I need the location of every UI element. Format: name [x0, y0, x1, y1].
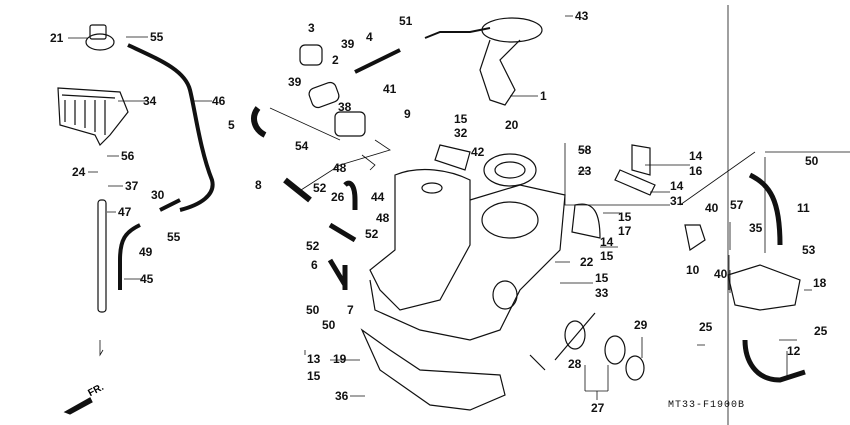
part-label: 58	[578, 143, 592, 157]
part-label: 30	[151, 188, 165, 202]
drain-pipe-part	[97, 199, 107, 313]
part-label: 8	[255, 178, 262, 192]
part-label: 38	[338, 100, 352, 114]
part-label: 41	[383, 82, 397, 96]
part-label: 52	[365, 227, 379, 241]
part-label: 1	[540, 89, 547, 103]
part-label: 54	[295, 139, 309, 153]
part-label: 35	[749, 221, 763, 235]
part-label: 7	[347, 303, 354, 317]
leader-lines	[68, 5, 850, 425]
part-label: 44	[371, 190, 385, 204]
part-label: 14	[670, 179, 684, 193]
part-label: 22	[580, 255, 594, 269]
diagram-code: MT33-F1900B	[668, 400, 746, 411]
part-label: 15	[600, 249, 614, 263]
part-label: 46	[212, 94, 226, 108]
part-label: 50	[322, 318, 336, 332]
part-label: 15	[595, 271, 609, 285]
part-label: 19	[333, 352, 347, 366]
part-label: 48	[376, 211, 390, 225]
part-label: 10	[686, 263, 700, 277]
part-label: 28	[568, 357, 582, 371]
vent-hose-part	[127, 43, 215, 212]
part-label: 37	[125, 179, 139, 193]
part-label: 9	[404, 107, 411, 121]
part-label: 4	[366, 30, 373, 44]
part-label: 11	[797, 201, 810, 215]
part-label: 14	[600, 235, 614, 249]
part-label: 49	[139, 245, 153, 259]
part-label: 27	[591, 401, 605, 415]
part-label: 12	[787, 344, 801, 358]
part-label: 36	[335, 389, 349, 403]
part-label: 47	[118, 205, 132, 219]
part-label: 13	[307, 352, 321, 366]
fuel-sender-part	[529, 312, 645, 381]
part-label: 55	[150, 30, 164, 44]
part-label: 42	[471, 145, 485, 159]
part-label: 15	[454, 112, 468, 126]
part-label: 48	[333, 161, 347, 175]
part-label: 15	[618, 210, 632, 224]
part-label: 34	[143, 94, 157, 108]
part-label: 51	[399, 14, 413, 28]
fuel-filter-part	[251, 44, 401, 290]
part-label: 14	[689, 149, 703, 163]
skid-plate-part	[360, 328, 506, 411]
pad-17-part	[571, 203, 601, 239]
part-label: 32	[454, 126, 468, 140]
fuel-cap-part	[85, 24, 115, 51]
hose-45-part	[118, 223, 141, 290]
part-label: 33	[595, 286, 609, 300]
part-label: 21	[50, 31, 64, 45]
part-label: 17	[618, 224, 632, 238]
pad-32-part	[434, 144, 471, 171]
part-label: 5	[228, 118, 235, 132]
part-label: 25	[814, 324, 828, 338]
part-label: 2	[332, 53, 339, 67]
part-label: 40	[714, 267, 728, 281]
hose-30-part	[159, 198, 181, 212]
part-label: 23	[578, 164, 592, 178]
part-label: 50	[805, 154, 819, 168]
part-label: 52	[306, 239, 320, 253]
valve-assembly-part	[684, 172, 806, 383]
part-label: 25	[699, 320, 713, 334]
part-label: 16	[689, 164, 703, 178]
part-label: 15	[307, 369, 321, 383]
part-label: 6	[311, 258, 318, 272]
part-label: 57	[730, 198, 744, 212]
part-label: 39	[341, 37, 355, 51]
part-label: 39	[288, 75, 302, 89]
pad-16-part	[631, 144, 651, 176]
pad-31-part	[614, 169, 656, 196]
part-label: 43	[575, 9, 589, 23]
fuel-tank-part	[369, 169, 566, 341]
part-label: 53	[802, 243, 816, 257]
part-label: 45	[140, 272, 154, 286]
part-label: 20	[505, 118, 519, 132]
part-label: 3	[308, 21, 315, 35]
part-label: 18	[813, 276, 827, 290]
part-label: 31	[670, 194, 684, 208]
part-label: 24	[72, 165, 86, 179]
part-label: 29	[634, 318, 648, 332]
tray-part	[57, 87, 129, 147]
part-label: 40	[705, 201, 719, 215]
front-arrow-icon	[63, 397, 93, 415]
fuel-pump-part	[424, 17, 543, 106]
part-label: 56	[121, 149, 135, 163]
part-label: 52	[313, 181, 327, 195]
part-label: 55	[167, 230, 181, 244]
part-label: 26	[331, 190, 345, 204]
part-label: 50	[306, 303, 320, 317]
gasket-ring-part	[483, 153, 537, 187]
